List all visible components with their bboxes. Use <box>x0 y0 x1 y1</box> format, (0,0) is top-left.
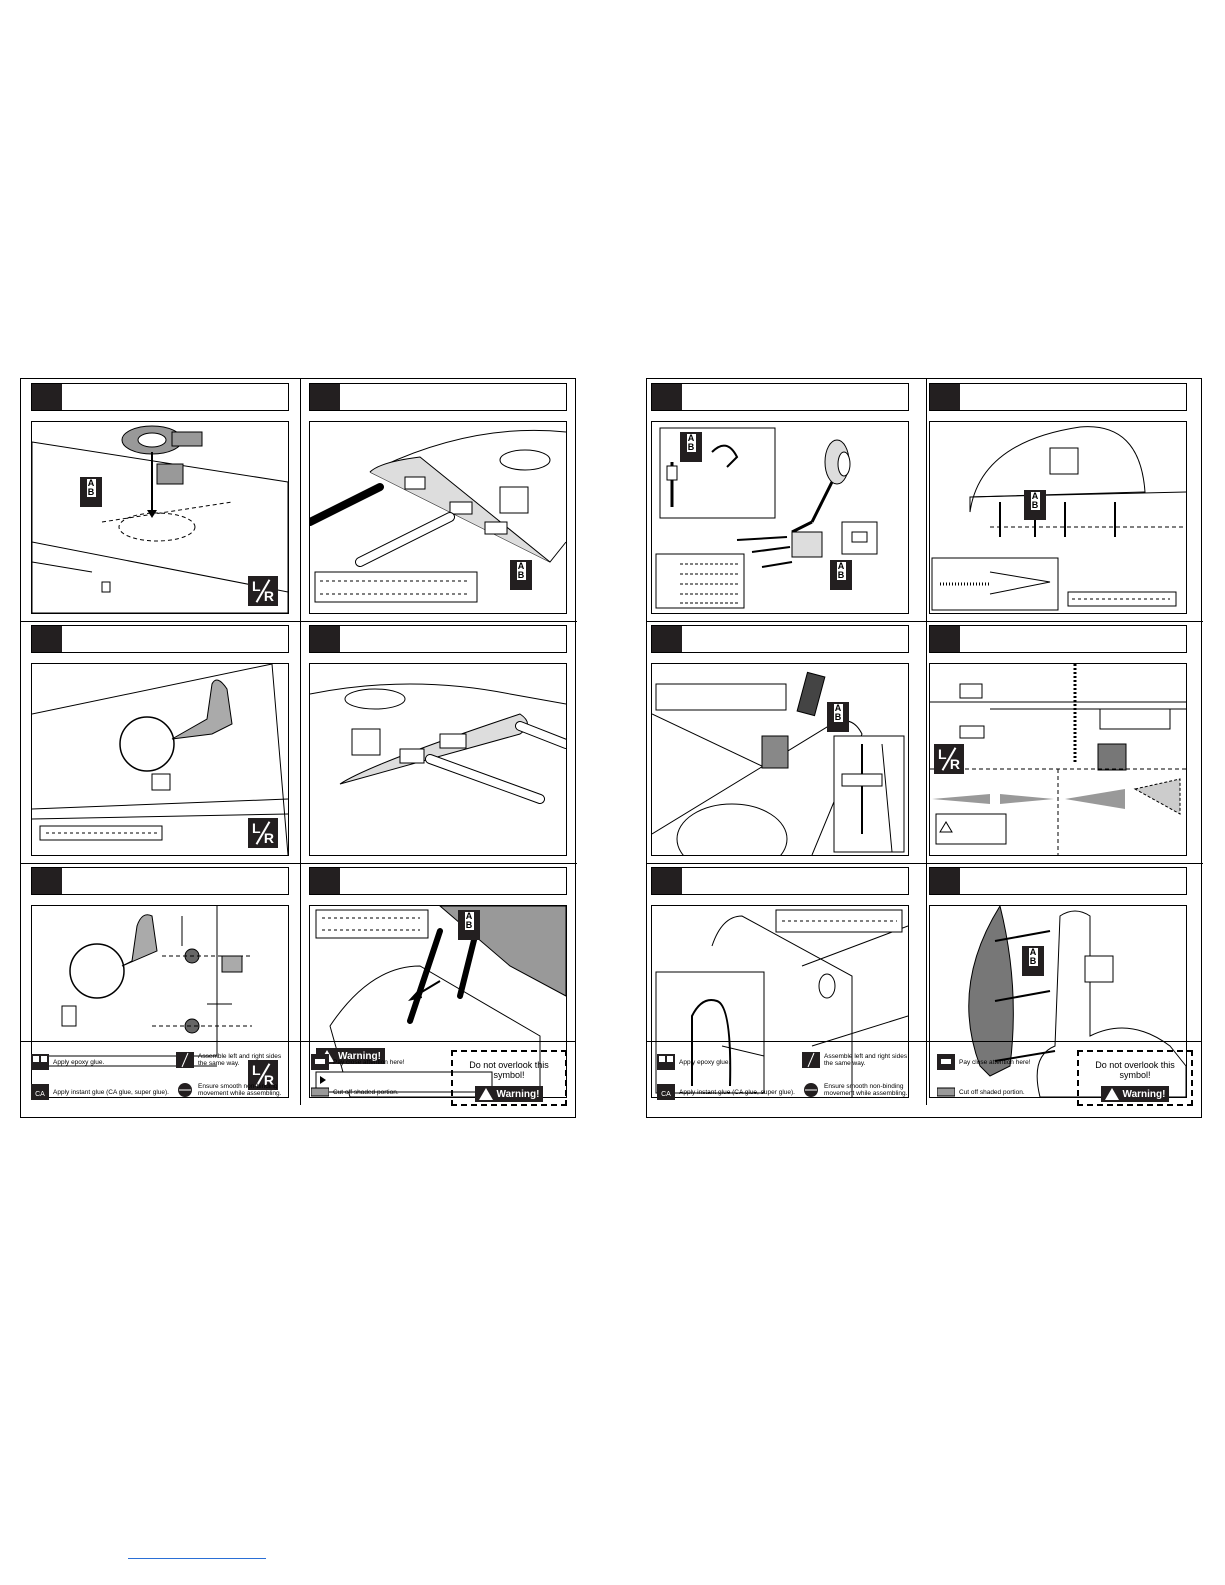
column-divider <box>300 379 301 1105</box>
step-header <box>651 625 909 653</box>
epoxy-glue-icon <box>657 1054 675 1070</box>
step-number-badge <box>652 626 682 652</box>
ca-glue-icon: CA <box>31 1084 49 1100</box>
cut-icon <box>937 1087 955 1097</box>
warning-badge: Warning! <box>474 1086 544 1102</box>
step-number-badge <box>930 384 960 410</box>
step-illustration: A B <box>929 421 1187 614</box>
epoxy-glue-icon: A B <box>680 432 702 462</box>
step-number-badge <box>310 384 340 410</box>
legend-lr: Assemble left and right sides the same w… <box>802 1052 907 1068</box>
step-number-badge <box>652 384 682 410</box>
step-number-badge <box>930 626 960 652</box>
footer-link-underline[interactable] <box>128 1558 266 1559</box>
epoxy-glue-icon: A B <box>510 560 532 590</box>
step-header <box>929 867 1187 895</box>
epoxy-glue-icon: A B <box>1022 946 1044 976</box>
epoxy-glue-icon: A B <box>1024 490 1046 520</box>
epoxy-glue-icon <box>31 1054 49 1070</box>
manual-page-right: A B A B A B <box>646 378 1203 1118</box>
epoxy-glue-icon: A B <box>827 702 849 732</box>
row-divider <box>21 863 577 864</box>
step-header <box>651 867 909 895</box>
left-right-icon <box>176 1052 194 1068</box>
step-illustration <box>309 663 567 856</box>
pointing-hand-icon <box>937 1054 955 1070</box>
legend-smooth: Ensure smooth non-binding movement while… <box>802 1082 907 1098</box>
step-illustration: A B A B <box>651 421 909 614</box>
step-number-badge <box>310 626 340 652</box>
column-divider <box>926 379 927 1105</box>
epoxy-glue-icon: A B <box>80 477 102 507</box>
step-number-badge <box>652 868 682 894</box>
warning-icon <box>1104 1088 1119 1100</box>
step-header <box>929 383 1187 411</box>
epoxy-glue-icon: A B <box>458 910 480 940</box>
step-header <box>309 867 567 895</box>
step-header <box>309 625 567 653</box>
overlook-symbol-box: Do not overlook this symbol! Warning! <box>1077 1050 1193 1106</box>
warning-badge: Warning! <box>1100 1086 1170 1102</box>
step-illustration: A B <box>651 663 909 856</box>
legend-epoxy: Apply epoxy glue. <box>31 1054 104 1070</box>
cut-icon <box>311 1087 329 1097</box>
legend-lr: Assemble left and right sides the same w… <box>176 1052 281 1068</box>
legend-cut: Cut off shaded portion. <box>311 1084 399 1100</box>
smooth-movement-icon <box>804 1083 818 1097</box>
step-number-badge <box>32 868 62 894</box>
svg-text:CA: CA <box>661 1091 671 1098</box>
step-header <box>31 625 289 653</box>
svg-text:CA: CA <box>35 1091 45 1098</box>
legend-smooth: Ensure smooth non-binding movement while… <box>176 1082 281 1098</box>
warning-icon <box>478 1088 493 1100</box>
step-illustration <box>651 905 909 1098</box>
step-number-badge <box>930 868 960 894</box>
legend-epoxy: Apply epoxy glue. <box>657 1054 730 1070</box>
overlook-symbol-box: Do not overlook this symbol! Warning! <box>451 1050 567 1106</box>
step-header <box>929 625 1187 653</box>
row-divider <box>647 863 1203 864</box>
step-number-badge <box>32 626 62 652</box>
row-divider <box>647 621 1203 622</box>
ca-glue-icon: CA <box>657 1084 675 1100</box>
step-header <box>651 383 909 411</box>
step-number-badge <box>32 384 62 410</box>
step-illustration: A B Warning! <box>309 905 567 1098</box>
legend-attention: Pay close attention here! <box>311 1054 405 1070</box>
pointing-hand-icon <box>311 1054 329 1070</box>
epoxy-glue-icon: A B <box>830 560 852 590</box>
step-header <box>31 867 289 895</box>
legend-cut: Cut off shaded portion. <box>937 1084 1025 1100</box>
step-header <box>309 383 567 411</box>
step-number-badge <box>310 868 340 894</box>
step-header <box>31 383 289 411</box>
legend-attention: Pay close attention here! <box>937 1054 1031 1070</box>
row-divider <box>21 621 577 622</box>
left-right-icon <box>802 1052 820 1068</box>
smooth-movement-icon <box>178 1083 192 1097</box>
step-illustration: A B <box>309 421 567 614</box>
